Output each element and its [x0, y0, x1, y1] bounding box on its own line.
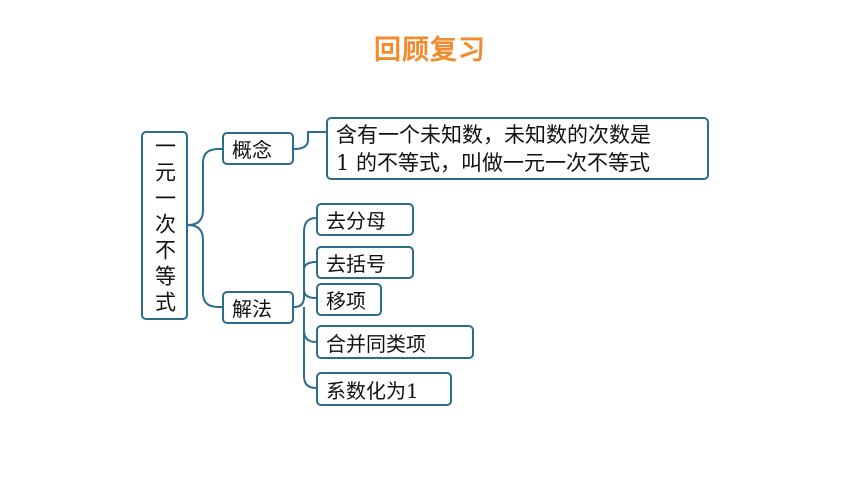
- root-topic-label: 一元一次不等式: [152, 134, 177, 317]
- step-label: 去括号: [326, 252, 386, 276]
- step-box-3: 移项: [316, 283, 382, 316]
- definition-line-2: 1 的不等式，叫做一元一次不等式: [336, 151, 651, 175]
- concept-node: 概念: [222, 132, 294, 165]
- brace-step-1: [293, 217, 317, 308]
- brace-to-method: [187, 224, 222, 308]
- concept-label: 概念: [232, 138, 272, 162]
- concept-to-definition: [293, 131, 326, 150]
- step-label: 合并同类项: [326, 331, 426, 356]
- root-topic-box: 一元一次不等式: [141, 131, 188, 320]
- brace-step-3: [303, 289, 317, 299]
- definition-box: 含有一个未知数，未知数的次数是 1 的不等式，叫做一元一次不等式: [326, 117, 709, 180]
- page-title: 回顾复习: [374, 35, 486, 66]
- step-label: 系数化为1: [326, 378, 419, 403]
- brace-step-2: [303, 261, 317, 271]
- step-box-1: 去分母: [316, 203, 414, 236]
- definition-line-1: 含有一个未知数，未知数的次数是: [336, 123, 651, 147]
- step-box-5: 系数化为1: [316, 372, 452, 406]
- brace-step-4: [303, 307, 317, 343]
- brace-to-concept: [187, 148, 222, 226]
- step-label: 移项: [326, 289, 366, 313]
- step-label: 去分母: [326, 209, 386, 233]
- step-box-2: 去括号: [316, 246, 414, 279]
- brace-step-5: [303, 330, 317, 389]
- step-box-4: 合并同类项: [316, 325, 474, 359]
- method-label: 解法: [232, 297, 272, 321]
- method-node: 解法: [222, 291, 294, 324]
